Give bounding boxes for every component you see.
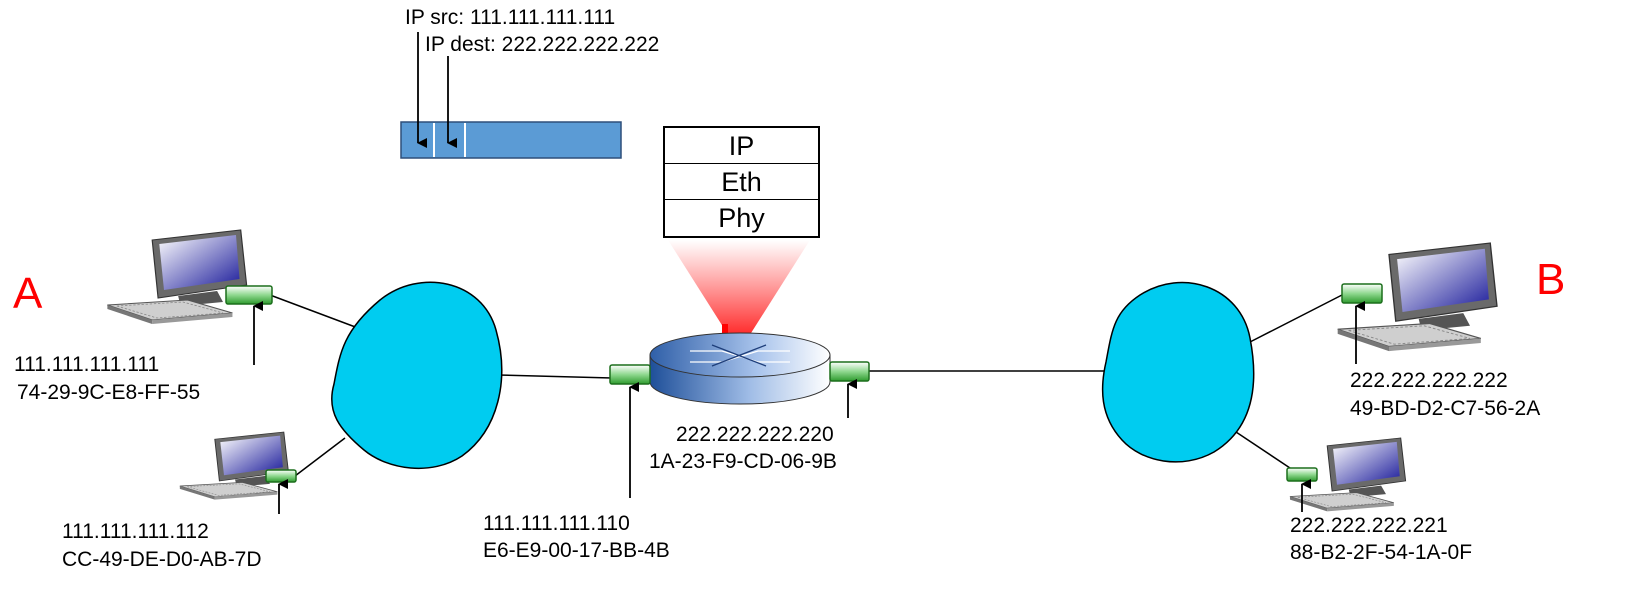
host-a2-ip: 111.111.111.112 xyxy=(62,520,209,543)
adapter-a xyxy=(225,285,273,305)
host-a-ip: 111.111.111.111 xyxy=(14,353,160,376)
adapter-router-right xyxy=(829,361,870,382)
datagram xyxy=(400,32,622,159)
host-b-ip: 222.222.222.222 xyxy=(1350,369,1508,392)
stack-layer-phy: Phy xyxy=(718,203,765,233)
host-b-letter: B xyxy=(1536,255,1566,304)
host-b2-ip: 222.222.222.221 xyxy=(1290,514,1448,537)
ip-src-label: IP src: 111.111.111.111 xyxy=(405,6,616,29)
host-a-mac: 74-29-9C-E8-FF-55 xyxy=(17,381,201,404)
router-right-mac: 1A-23-F9-CD-06-9B xyxy=(649,450,837,473)
router-right-ip: 222.222.222.220 xyxy=(676,423,834,446)
host-b-mac: 49-BD-D2-C7-56-2A xyxy=(1350,397,1541,420)
computer-a2 xyxy=(179,431,289,501)
lan-cloud-left xyxy=(330,281,503,470)
adapter-b xyxy=(1341,283,1383,304)
adapter-router-left xyxy=(609,364,651,385)
host-a2-mac: CC-49-DE-D0-AB-7D xyxy=(62,548,262,571)
adapter-a2 xyxy=(265,469,297,483)
adapter-b2 xyxy=(1286,467,1318,482)
links xyxy=(269,294,1343,477)
host-a-letter: A xyxy=(13,269,43,318)
host-b2-mac: 88-B2-2F-54-1A-0F xyxy=(1290,541,1473,564)
router xyxy=(649,332,831,405)
router-protocol-stack: IP Eth Phy xyxy=(663,126,820,238)
computer-a xyxy=(106,229,248,325)
stack-layer-ip: IP xyxy=(665,128,818,164)
router-left-mac: E6-E9-00-17-BB-4B xyxy=(483,539,670,562)
lan-cloud-right xyxy=(1101,281,1255,463)
stack-layer-eth: Eth xyxy=(665,164,818,200)
router-left-ip: 111.111.111.110 xyxy=(483,512,630,535)
ip-dest-label: IP dest: 222.222.222.222 xyxy=(425,33,660,56)
router-stack-beam xyxy=(668,240,810,352)
